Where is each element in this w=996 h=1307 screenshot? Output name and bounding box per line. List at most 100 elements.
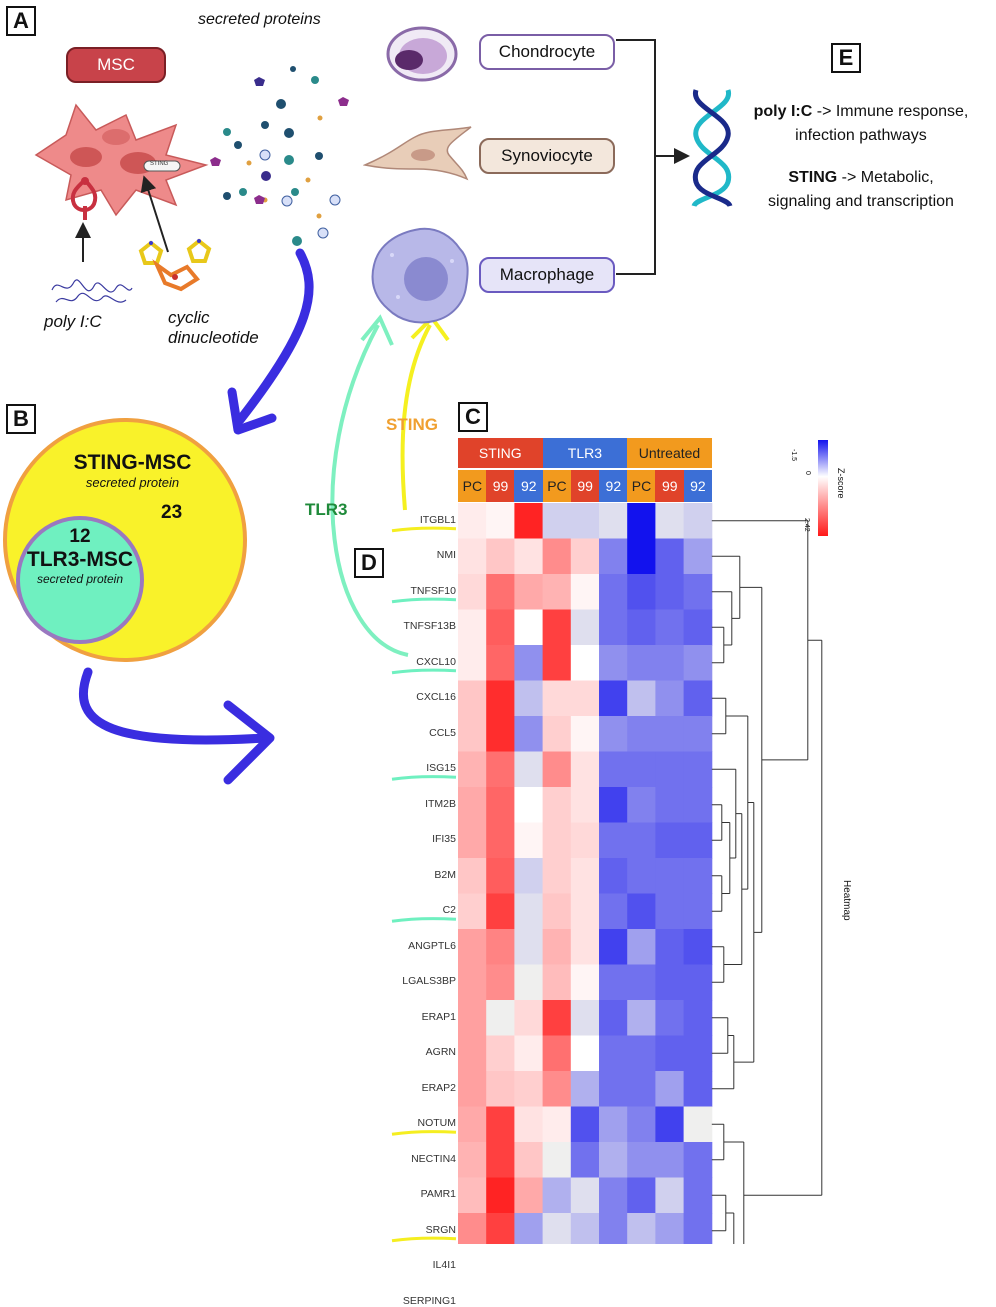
- heatmap-cell: [486, 574, 515, 610]
- venn-outer-title: STING-MSC: [73, 451, 192, 474]
- heatmap-cell: [683, 1142, 713, 1178]
- panel-b-label: B: [6, 404, 36, 434]
- cell-type-synoviocyte: Synoviocyte: [479, 138, 615, 174]
- gene-label-lgals3bp: LGALS3BP: [402, 975, 456, 988]
- cyclic-dinucleotide-molecule-icon: [138, 238, 212, 292]
- heatmap-cell: [542, 858, 572, 894]
- heatmap-cell: [683, 787, 713, 823]
- heatmap-group-tlr3: TLR3: [542, 438, 628, 468]
- gene-highlight-mark: [391, 1130, 457, 1136]
- heatmap-cell: [570, 680, 600, 717]
- heatmap-cell: [514, 751, 544, 788]
- heatmap-cell: [570, 964, 600, 1001]
- heatmap-cell: [570, 1142, 600, 1178]
- synoviocyte-cell-icon: [363, 126, 472, 181]
- heatmap-cell: [570, 1213, 600, 1244]
- heatmap-cell: [570, 787, 600, 823]
- heatmap-cell: [655, 1142, 685, 1178]
- heatmap-cell: [655, 1071, 685, 1107]
- heatmap-cell: [655, 574, 685, 610]
- heatmap-cell: [486, 716, 515, 752]
- heatmap-cell: [627, 609, 656, 646]
- heatmap-cell: [458, 893, 487, 930]
- heatmap-cell: [542, 574, 572, 610]
- heatmap-column-label: 92: [599, 470, 628, 502]
- heatmap-cell: [627, 538, 656, 575]
- heatmap-cell: [570, 1035, 600, 1072]
- heatmap-cell: [542, 787, 572, 823]
- heatmap-cell: [486, 822, 515, 859]
- msc-label-box: MSC: [66, 47, 166, 83]
- heatmap-cell: [599, 716, 628, 752]
- cdn-label-line1: cyclic: [168, 308, 210, 327]
- heatmap-cell: [570, 609, 600, 646]
- heatmap-cell: [486, 1142, 515, 1178]
- msc-cells-illustration: [34, 103, 209, 217]
- heatmap-cell: [514, 574, 544, 610]
- heatmap-cell: [486, 858, 515, 894]
- heatmap-cell: [570, 574, 600, 610]
- gene-label-angptl6: ANGPTL6: [408, 939, 456, 952]
- zscore-legend: [818, 440, 828, 536]
- heatmap-cell: [599, 574, 628, 610]
- gene-label-nectin4: NECTIN4: [411, 1152, 456, 1165]
- cell-type-chondrocyte: Chondrocyte: [479, 34, 615, 70]
- venn-inner-title: TLR3-MSC: [26, 548, 134, 571]
- heatmap-group-sting: STING: [458, 438, 543, 468]
- heatmap-cell: [458, 503, 487, 539]
- heatmap-cell: [514, 1106, 544, 1143]
- poly-ic-molecule-icon: [51, 279, 133, 303]
- heatmap-cell: [683, 609, 713, 646]
- heatmap-cell: [514, 858, 544, 894]
- heatmap-cell: [542, 503, 572, 539]
- heatmap-column-label: 92: [514, 470, 544, 502]
- legend-tick-zero: 0: [804, 471, 811, 475]
- heatmap-cell: [514, 787, 544, 823]
- heatmap-cell: [514, 1000, 544, 1036]
- heatmap-cell: [627, 1035, 656, 1072]
- heatmap-cell: [514, 1035, 544, 1072]
- gene-highlight-mark: [391, 526, 457, 533]
- gene-label-agrn: AGRN: [425, 1046, 456, 1059]
- heatmap-cell: [542, 716, 572, 752]
- venn-inner-count: 12: [69, 526, 91, 547]
- heatmap-cell: [458, 716, 487, 752]
- heatmap-cell: [570, 1106, 600, 1143]
- heatmap-cell: [542, 751, 572, 788]
- heatmap-cell: [683, 680, 713, 717]
- heatmap-cell: [655, 538, 685, 575]
- heatmap-cell: [514, 538, 544, 575]
- heatmap-cell: [627, 787, 656, 823]
- heatmap-cell: [458, 1106, 487, 1143]
- heatmap-column-label: PC: [627, 470, 656, 502]
- macrophage-cell-icon: [371, 227, 469, 324]
- heatmap-cell: [683, 1071, 713, 1107]
- heatmap-cell: [599, 645, 628, 681]
- legend-tick-max: 2.42: [803, 518, 810, 532]
- heatmap-cell: [599, 680, 628, 717]
- heatmap-cell: [683, 1213, 713, 1244]
- heatmap-cell: [599, 787, 628, 823]
- gene-highlight-mark: [391, 917, 457, 923]
- heatmap-cell: [627, 1000, 656, 1036]
- heatmap-cell: [486, 1213, 515, 1244]
- heatmap-cell: [486, 787, 515, 823]
- sting-arrow-label: STING: [386, 415, 438, 434]
- heatmap-cell: [627, 1142, 656, 1178]
- tlr3-arrow-label: TLR3: [305, 500, 348, 519]
- heatmap-cell: [627, 1071, 656, 1107]
- heatmap-cell: [599, 538, 628, 575]
- heatmap-cell: [458, 822, 487, 859]
- heatmap-cell: [599, 893, 628, 930]
- gene-label-itgbl1: ITGBL1: [419, 513, 456, 526]
- heatmap-cell: [542, 1035, 572, 1072]
- heatmap-cell: [599, 1142, 628, 1178]
- gene-highlight-mark: [391, 597, 457, 604]
- heatmap-cell: [542, 893, 572, 930]
- heatmap-cell: [655, 1000, 685, 1036]
- heatmap-cell: [655, 645, 685, 681]
- heatmap-cell: [514, 645, 544, 681]
- heatmap-cell: [514, 1071, 544, 1107]
- heatmap-cell: [542, 680, 572, 717]
- gene-label-tnfsf10: TNFSF10: [410, 584, 456, 597]
